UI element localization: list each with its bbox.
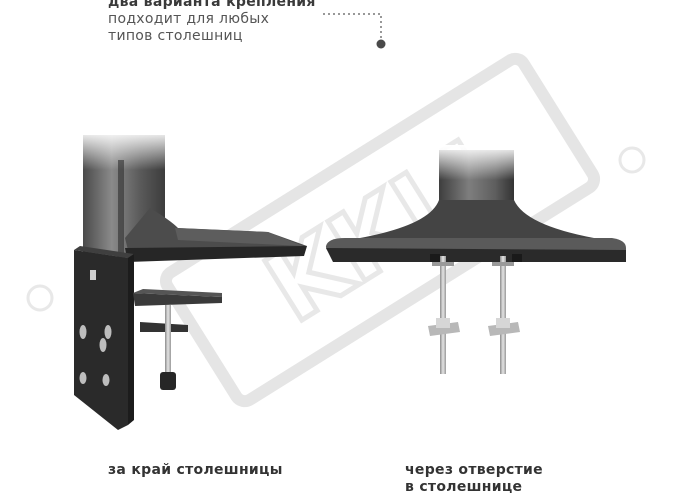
mount-options-caption: два варианта крепления подходит для любы… (108, 0, 368, 45)
edge-clamp (74, 246, 222, 430)
right-pole (360, 145, 594, 238)
through-hole-caption-line-2: в столешнице (405, 479, 523, 495)
caption-line-1: подходит для любых (108, 11, 270, 27)
caption-heading: два варианта крепления (108, 0, 316, 10)
leader-dot-icon (376, 39, 386, 49)
through-hole-caption-line-1: через отверстие (405, 462, 543, 478)
right-base-plate (325, 238, 626, 262)
leader-line (323, 13, 386, 49)
edge-mount-caption: за край столешницы (108, 462, 283, 478)
through-hole-bolts (428, 256, 520, 374)
through-hole-caption: через отверстие в столешнице (405, 462, 605, 496)
caption-line-2: типов столешниц (108, 28, 243, 44)
left-base-plate (125, 208, 307, 262)
